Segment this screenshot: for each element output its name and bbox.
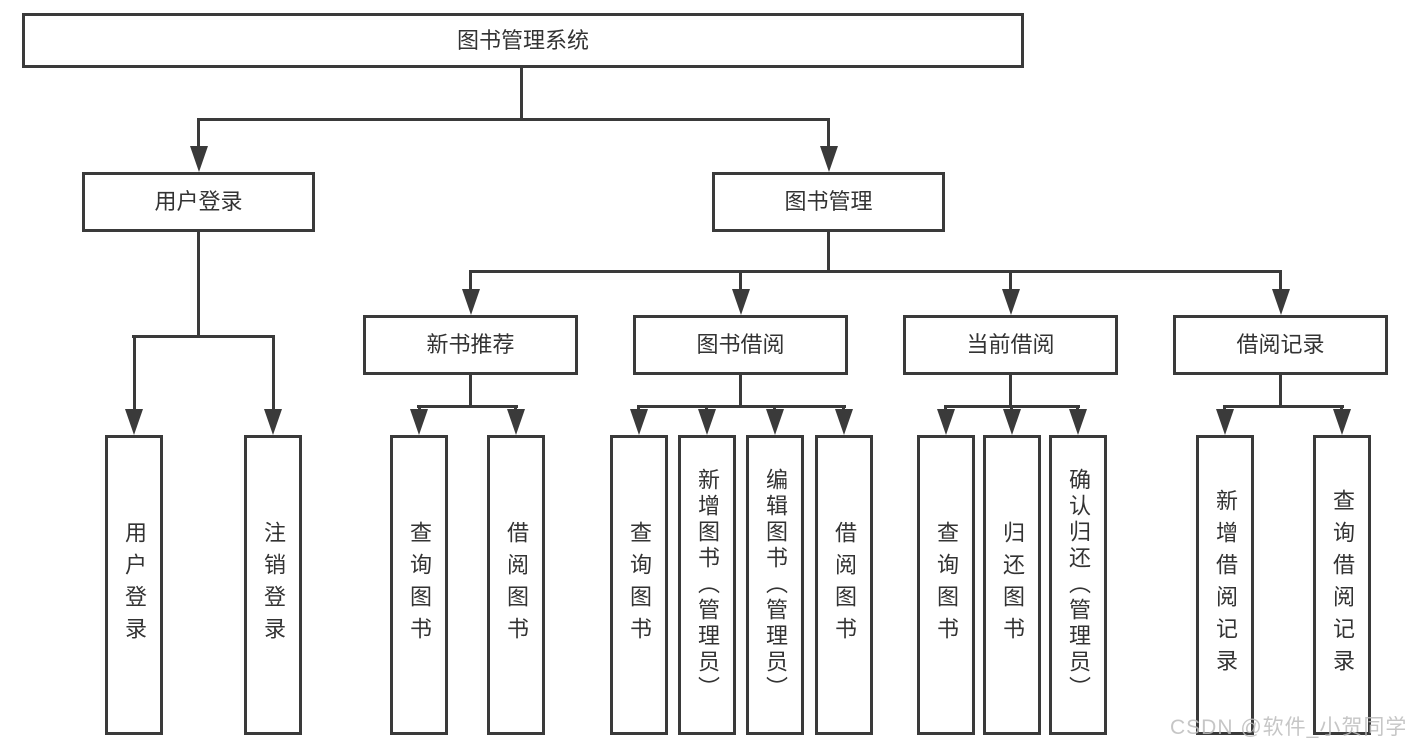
node-borrowing-records: 借阅记录: [1173, 315, 1388, 375]
leaf-recommend-query-books: 查询图书: [390, 435, 448, 735]
node-book-management-label: 图书管理: [784, 189, 873, 214]
csdn-watermark: CSDN @软件_小贺同学: [1170, 716, 1405, 739]
edge-line: [1340, 405, 1343, 411]
edge-line: [1010, 405, 1013, 411]
leaf-current-confirm-return-admin: 确认归还（管理员）: [1049, 435, 1107, 735]
node-current-borrowing: 当前借阅: [903, 315, 1118, 375]
edge-line: [197, 230, 200, 335]
leaf-current-return-books-label: 归还图书: [1000, 521, 1025, 649]
leaf-borrow-edit-books-admin-label: 编辑图书（管理员）: [763, 468, 788, 702]
node-root-label: 图书管理系统: [456, 27, 589, 53]
leaf-current-query-books-label: 查询图书: [934, 521, 959, 649]
edge-line: [739, 273, 742, 291]
leaf-borrow-borrow-books-label: 借阅图书: [832, 521, 857, 649]
edge-line: [1009, 273, 1012, 291]
leaf-recommend-borrow-books-label: 借阅图书: [504, 521, 529, 649]
edge-arrowhead: [835, 409, 853, 435]
leaf-borrow-borrow-books: 借阅图书: [815, 435, 873, 735]
edge-line: [637, 405, 846, 408]
leaf-borrow-query-books: 查询图书: [610, 435, 668, 735]
node-user-login: 用户登录: [82, 172, 315, 232]
edge-line: [272, 338, 275, 410]
edge-line: [417, 405, 518, 408]
edge-arrowhead: [1333, 409, 1351, 435]
leaf-recommend-query-books-label: 查询图书: [407, 521, 432, 649]
node-book-borrowing: 图书借阅: [633, 315, 848, 375]
edge-arrowhead: [1272, 289, 1290, 315]
edge-arrowhead: [125, 409, 143, 435]
edge-line: [469, 373, 472, 405]
edge-line: [197, 118, 830, 121]
edge-arrowhead: [1003, 409, 1021, 435]
edge-arrowhead: [1002, 289, 1020, 315]
edge-arrowhead: [937, 409, 955, 435]
node-current-borrowing-label: 当前借阅: [966, 332, 1055, 357]
edge-line: [132, 335, 275, 338]
edge-line: [1009, 373, 1012, 405]
leaf-records-add-record: 新增借阅记录: [1196, 435, 1254, 735]
edge-line: [1223, 405, 1344, 408]
edge-line: [514, 405, 517, 411]
leaf-borrow-add-books-admin-label: 新增图书（管理员）: [695, 468, 720, 702]
leaf-borrow-edit-books-admin: 编辑图书（管理员）: [746, 435, 804, 735]
edge-line: [705, 405, 708, 411]
edge-line: [197, 121, 200, 148]
node-user-login-label: 用户登录: [154, 189, 243, 214]
edge-line: [1279, 273, 1282, 291]
edge-line: [1076, 405, 1079, 411]
edge-arrowhead: [820, 146, 838, 172]
edge-line: [469, 270, 1282, 273]
edge-arrowhead: [766, 409, 784, 435]
edge-line: [944, 405, 947, 411]
edge-line: [520, 66, 523, 118]
edge-arrowhead: [1069, 409, 1087, 435]
edge-arrowhead: [190, 146, 208, 172]
leaf-user-login: 用户登录: [105, 435, 163, 735]
node-book-borrowing-label: 图书借阅: [696, 332, 785, 357]
edge-line: [842, 405, 845, 411]
node-book-management: 图书管理: [712, 172, 945, 232]
leaf-current-confirm-return-admin-label: 确认归还（管理员）: [1066, 468, 1091, 702]
leaf-records-query-record: 查询借阅记录: [1313, 435, 1371, 735]
edge-arrowhead: [698, 409, 716, 435]
edge-arrowhead: [410, 409, 428, 435]
edge-line: [1223, 405, 1226, 411]
leaf-records-add-record-label: 新增借阅记录: [1213, 489, 1238, 681]
edge-line: [469, 273, 472, 291]
edge-line: [773, 405, 776, 411]
leaf-records-query-record-label: 查询借阅记录: [1330, 489, 1355, 681]
node-root: 图书管理系统: [22, 13, 1024, 68]
edge-arrowhead: [732, 289, 750, 315]
leaf-recommend-borrow-books: 借阅图书: [487, 435, 545, 735]
leaf-logout-label: 注销登录: [261, 521, 286, 649]
edge-line: [1279, 373, 1282, 405]
node-new-book-recommend-label: 新书推荐: [426, 332, 515, 357]
edge-arrowhead: [630, 409, 648, 435]
edge-arrowhead: [507, 409, 525, 435]
leaf-borrow-query-books-label: 查询图书: [627, 521, 652, 649]
leaf-borrow-add-books-admin: 新增图书（管理员）: [678, 435, 736, 735]
edge-arrowhead: [462, 289, 480, 315]
leaf-current-return-books: 归还图书: [983, 435, 1041, 735]
edge-line: [133, 338, 136, 410]
edge-line: [827, 121, 830, 148]
edge-line: [637, 405, 640, 411]
node-borrowing-records-label: 借阅记录: [1236, 332, 1325, 357]
leaf-logout: 注销登录: [244, 435, 302, 735]
leaf-current-query-books: 查询图书: [917, 435, 975, 735]
edge-line: [418, 405, 421, 411]
edge-arrowhead: [1216, 409, 1234, 435]
edge-line: [827, 230, 830, 270]
leaf-user-login-label: 用户登录: [122, 521, 147, 649]
edge-line: [739, 373, 742, 405]
node-new-book-recommend: 新书推荐: [363, 315, 578, 375]
edge-arrowhead: [264, 409, 282, 435]
